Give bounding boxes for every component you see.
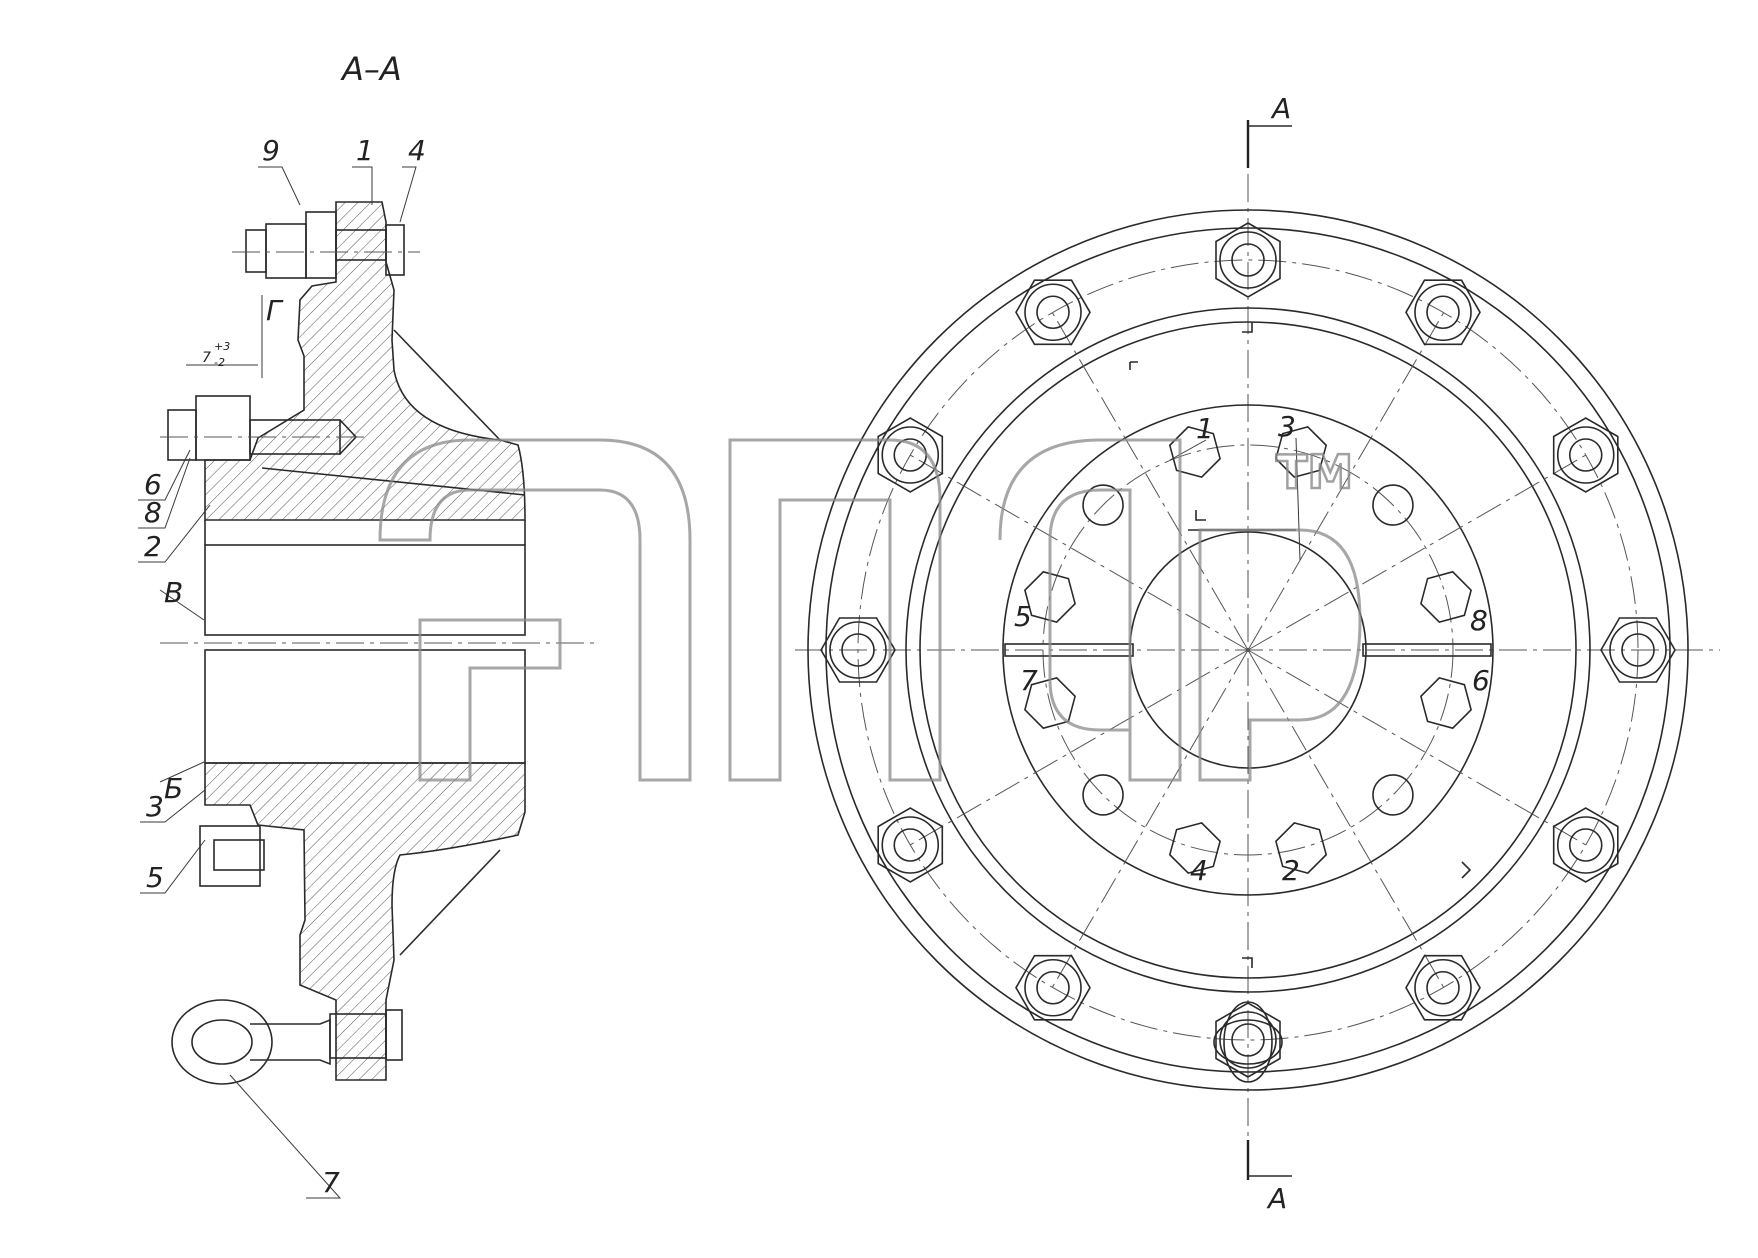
front-eyebolt xyxy=(1213,1001,1283,1083)
inner-hole-11 xyxy=(1082,484,1124,526)
dimension-7: 7 +3 -2 xyxy=(202,340,230,369)
outer-bolt-3 xyxy=(1552,417,1619,493)
bolt-circle-outer xyxy=(857,259,1639,1041)
watermark-tm: TM xyxy=(1276,445,1353,499)
front-view: А А xyxy=(795,92,1720,1215)
outer-bolt-6 xyxy=(1405,954,1481,1021)
front-callout-5: 5 xyxy=(1014,600,1032,633)
front-callout-8: 8 xyxy=(1470,604,1488,637)
callout-8: 8 xyxy=(144,496,162,529)
split-slot-left xyxy=(1004,643,1134,657)
flange-lower-body xyxy=(204,762,526,1081)
cut-label-top: А xyxy=(1270,92,1291,125)
inner-hole-5 xyxy=(1372,774,1414,816)
inner-bolt-3 xyxy=(1420,570,1472,623)
split-slot-right xyxy=(1362,643,1492,657)
leader-lines xyxy=(138,166,417,1199)
outer-bolt-1 xyxy=(1215,222,1281,298)
front-callout-3: 3 xyxy=(1278,410,1296,443)
svg-text:-2: -2 xyxy=(214,356,225,369)
outer-bolt-8 xyxy=(1015,954,1091,1021)
outer-bolt-10 xyxy=(820,617,896,683)
cut-label-bottom: А xyxy=(1266,1182,1287,1215)
callout-6: 6 xyxy=(144,468,162,501)
outer-bolt-2 xyxy=(1405,279,1481,346)
outer-bolts xyxy=(820,222,1676,1078)
callout-4: 4 xyxy=(408,134,426,167)
section-view-a-a: А–А xyxy=(138,50,595,1199)
outer-bolt-5 xyxy=(1552,807,1619,883)
front-callout-6: 6 xyxy=(1472,664,1490,697)
view-letter-g: Г xyxy=(266,294,284,327)
front-callout-4: 4 xyxy=(1190,854,1208,887)
inner-bolt-1 xyxy=(1275,426,1328,478)
inner-hole-2 xyxy=(1372,484,1414,526)
bore-lower xyxy=(204,649,526,764)
inner-hole-8 xyxy=(1082,774,1124,816)
svg-text:+3: +3 xyxy=(214,340,230,353)
middle-bolt xyxy=(160,395,370,461)
outer-bolt-9 xyxy=(877,807,944,883)
callout-9: 9 xyxy=(262,134,280,167)
inner-bolt-10 xyxy=(1024,570,1076,623)
flange-inner-circle xyxy=(905,307,1591,993)
radial-lines xyxy=(909,311,1587,989)
front-callout-1: 1 xyxy=(1196,412,1214,445)
top-bolt xyxy=(232,211,420,279)
outer-bolt-12 xyxy=(1015,279,1091,346)
watermark-logo: TM xyxy=(378,438,1362,782)
callout-7: 7 xyxy=(322,1166,340,1199)
inner-bolt-7 xyxy=(1168,822,1221,874)
inner-bolt-12 xyxy=(1168,426,1221,478)
svg-text:7: 7 xyxy=(202,350,211,366)
inner-bolt-4 xyxy=(1420,677,1472,730)
bolt-circle-inner xyxy=(1042,444,1454,856)
eyebolt xyxy=(171,999,403,1085)
callout-5: 5 xyxy=(146,861,164,894)
view-letter-v: В xyxy=(164,576,183,609)
section-title: А–А xyxy=(340,50,402,88)
flange-outer-circle xyxy=(807,209,1689,1091)
inner-bolt-6 xyxy=(1275,822,1328,874)
outer-bolt-7 xyxy=(1215,1002,1281,1078)
front-callout-2: 2 xyxy=(1282,854,1300,887)
callout-2: 2 xyxy=(144,530,162,563)
inner-bolts xyxy=(1024,426,1472,874)
callout-3: 3 xyxy=(146,790,164,823)
outer-bolt-4 xyxy=(1600,617,1676,683)
flange-upper-body xyxy=(204,201,526,521)
bore-upper xyxy=(204,544,526,636)
view-letter-b: Б xyxy=(164,772,183,805)
callout-1: 1 xyxy=(356,134,374,167)
lower-bolt xyxy=(199,825,265,887)
inner-bolt-9 xyxy=(1024,677,1076,730)
hub-outer-circle xyxy=(1002,404,1494,896)
front-callout-7: 7 xyxy=(1020,664,1038,697)
